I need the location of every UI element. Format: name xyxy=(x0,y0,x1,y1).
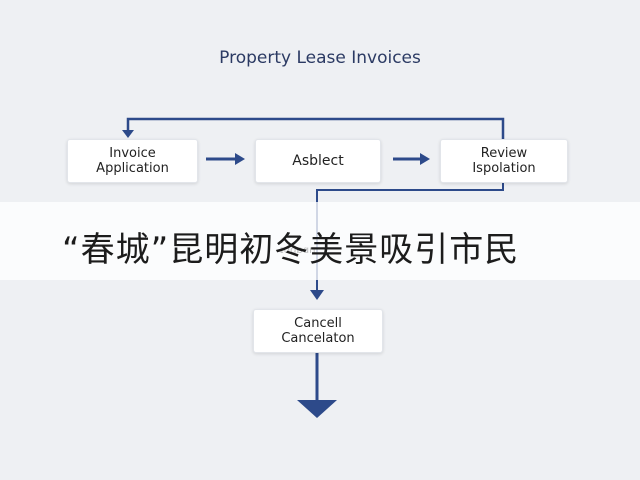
node-invoice-line1: Invoice xyxy=(109,146,156,161)
node-cancel-line1: Cancell xyxy=(294,316,342,331)
arrow-invoice-to-asblect-head xyxy=(235,153,245,165)
faint-ghost-text: ɪɑɡɒɑn xyxy=(280,245,316,256)
node-asblect: Asblect xyxy=(255,139,381,183)
node-cancel: Cancell Cancelaton xyxy=(253,309,383,353)
node-invoice-application: Invoice Application xyxy=(67,139,198,183)
node-review-ispolation: Review Ispolation xyxy=(440,139,568,183)
arrow-asblect-to-review-head xyxy=(420,153,430,165)
arrow-cancel-out-head xyxy=(297,400,337,418)
node-cancel-line2: Cancelaton xyxy=(281,331,355,346)
caption-banner xyxy=(0,202,640,280)
diagram-title: Property Lease Invoices xyxy=(219,48,421,68)
caption-banner-text: “春城”昆明初冬美景吸引市民 xyxy=(62,230,520,270)
arrow-to-cancel-head xyxy=(310,290,324,300)
loop-back-arrowhead xyxy=(122,130,134,138)
node-asblect-label: Asblect xyxy=(292,152,344,169)
node-review-line1: Review xyxy=(480,146,528,161)
node-review-line2: Ispolation xyxy=(472,161,536,176)
loop-back-connector xyxy=(126,117,505,139)
node-invoice-line2: Application xyxy=(96,161,169,176)
